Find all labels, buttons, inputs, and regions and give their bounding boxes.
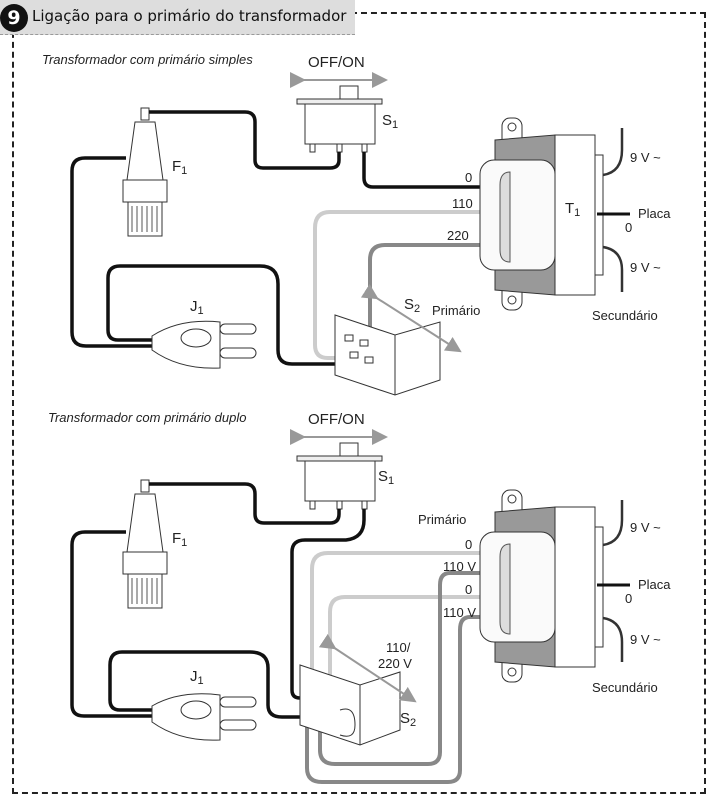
diagram-frame (12, 12, 706, 794)
off-on-label: OFF/ON (308, 411, 365, 428)
fuse-holder-f1 (122, 107, 168, 237)
secondary-top-label: 9 V ~ (630, 520, 661, 535)
t1-label: T1 (565, 200, 581, 219)
secundario-label: Secundário (592, 308, 658, 323)
fuse-holder-f1 (122, 479, 168, 609)
tap-110: 110 (452, 196, 473, 211)
figure-number-badge: 9 (0, 4, 28, 32)
secondary-bottom-label: 9 V ~ (630, 632, 661, 647)
off-on-label: OFF/ON (308, 54, 365, 71)
secundario-label: Secundário (592, 680, 658, 695)
primario-label: Primário (432, 303, 481, 318)
placa-label: Placa (638, 206, 671, 221)
placa-label: Placa (638, 577, 671, 592)
s2-direction-arrow (318, 633, 417, 703)
figure-title: Ligação para o primário do transformador (32, 7, 347, 25)
tap-0: 0 (465, 170, 473, 185)
plug-j1 (151, 693, 257, 741)
secondary-bottom-label: 9 V ~ (630, 260, 661, 275)
tap-110v: 110 V (443, 605, 477, 620)
grey-wires-top (313, 210, 480, 380)
switch-s1 (296, 442, 383, 510)
s1-label: S1 (382, 112, 399, 131)
f1-label: F1 (172, 530, 188, 549)
placa-tap: 0 (625, 220, 633, 235)
switch-s1 (296, 85, 383, 153)
black-wires-bottom (70, 482, 366, 719)
s2-label: S2 (400, 710, 417, 729)
transformer-t1 (479, 117, 604, 311)
j1-label: J1 (190, 298, 204, 317)
section-subtitle: Transformador com primário simples (42, 52, 253, 67)
tap-0: 0 (465, 537, 473, 552)
black-wires-top (70, 110, 480, 366)
s2-caption-line1: 110/ (386, 640, 411, 655)
secondary-wires-top (602, 128, 624, 292)
tap-0: 0 (465, 582, 473, 597)
primario-label: Primário (418, 512, 467, 527)
f1-label: F1 (172, 158, 188, 177)
figure-header: 9 Ligação para o primário do transformad… (0, 0, 355, 35)
grey-wires-bottom (305, 551, 480, 784)
secondary-top-label: 9 V ~ (630, 150, 661, 165)
s1-label: S1 (378, 468, 395, 487)
secondary-wires-bottom (602, 500, 624, 662)
tap-110v: 110 V (443, 559, 477, 574)
section-subtitle: Transformador com primário duplo (48, 410, 247, 425)
tap-220: 220 (447, 228, 469, 243)
s2-label: S2 (404, 296, 421, 315)
transformer-t1 (479, 489, 604, 683)
j1-label: J1 (190, 668, 204, 687)
plug-j1 (151, 320, 257, 369)
s2-direction-arrow (360, 283, 462, 353)
s2-caption-line2: 220 V (378, 656, 412, 671)
placa-tap: 0 (625, 591, 633, 606)
